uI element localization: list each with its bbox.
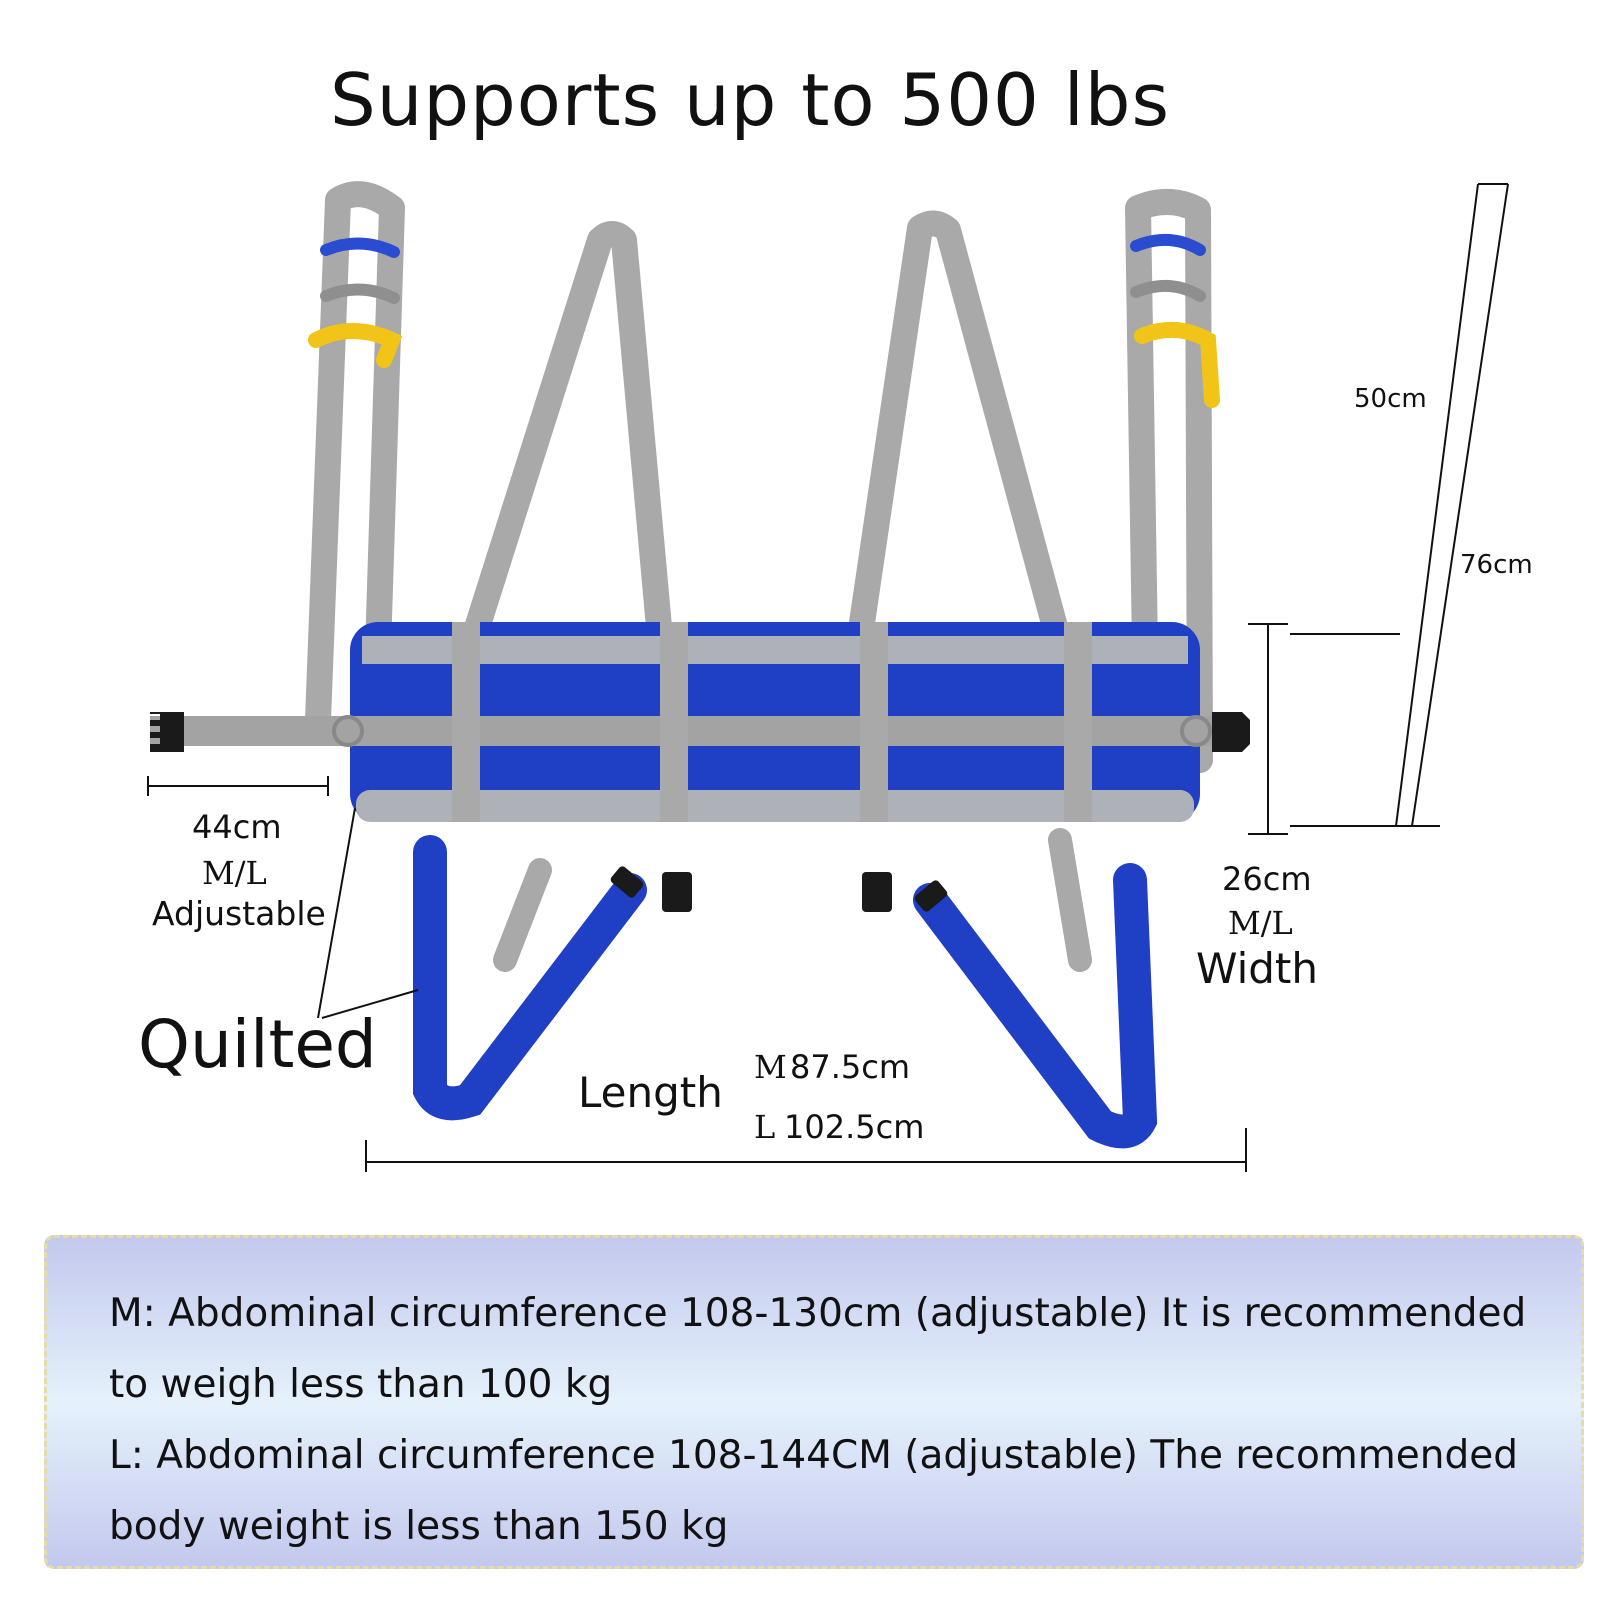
- strap-76cm-line-right: [1411, 183, 1509, 827]
- left-outer-handle-strap: [305, 181, 405, 733]
- leg-buckle-icon: [862, 872, 892, 912]
- quilted-label: Quilted: [138, 1006, 377, 1083]
- width-size-label: M/L: [1228, 904, 1293, 942]
- gait-belt-product-illustration: [147, 181, 1509, 1172]
- strap-76cm-line-left: [1395, 183, 1479, 827]
- vertical-strap: [860, 622, 888, 822]
- size-l-line-1: L: Abdominal circumference 108-144CM (ad…: [109, 1433, 1519, 1478]
- strap-total-label: 76cm: [1460, 550, 1533, 580]
- inner-right-loop-strap: [845, 210, 1085, 703]
- handle-loops: [308, 233, 1220, 408]
- length-l-tag: L: [754, 1108, 776, 1146]
- vertical-strap: [660, 622, 688, 822]
- width-label: Width: [1196, 944, 1319, 993]
- inner-left-loop-strap: [457, 221, 675, 673]
- measurement-lines: [147, 183, 1509, 1172]
- left-grey-handle: [320, 283, 400, 304]
- length-label: Length: [578, 1068, 723, 1117]
- length-m-value: 87.5cm: [790, 1048, 911, 1086]
- leg-buckle-icon: [662, 872, 692, 912]
- length-l-value: 102.5cm: [784, 1108, 925, 1146]
- belt-buckles: [150, 712, 1250, 752]
- size-m-line-2: to weigh less than 100 kg: [109, 1362, 613, 1407]
- size-l-line-2: body weight is less than 150 kg: [109, 1504, 729, 1549]
- length-m-tag: M: [754, 1048, 787, 1086]
- size-m-line-1: M: Abdominal circumference 108-130cm (ad…: [109, 1291, 1527, 1336]
- belt-adjust-note-label: Adjustable: [152, 894, 326, 933]
- left-grey-tail: [493, 858, 552, 972]
- right-grey-tail: [1048, 828, 1092, 972]
- right-outer-handle-strap: [1125, 188, 1213, 773]
- pad-grey-band-top: [362, 636, 1188, 664]
- pad-grey-band-bottom: [356, 790, 1194, 822]
- strap-upper-label: 50cm: [1354, 384, 1427, 414]
- right-blue-handle: [1130, 233, 1206, 256]
- padded-belt: [150, 622, 1250, 822]
- quilted-pointer: [317, 807, 419, 1019]
- left-d-ring: [332, 715, 364, 747]
- left-leg-pad: [413, 835, 647, 1121]
- right-yellow-handle: [1134, 321, 1220, 408]
- right-leg-pad: [913, 863, 1158, 1149]
- belt-adjust-label: 44cm: [192, 808, 282, 846]
- right-buckle-icon: [1212, 712, 1250, 752]
- lifting-straps: [305, 181, 1213, 773]
- leg-buckles: [610, 866, 948, 912]
- width-value-label: 26cm: [1222, 860, 1312, 898]
- vertical-strap: [1064, 622, 1092, 822]
- left-blue-handle: [320, 237, 400, 258]
- leg-buckle-icon: [914, 880, 948, 912]
- leg-straps: [413, 828, 1158, 1149]
- headline: Supports up to 500 lbs: [330, 58, 1170, 142]
- left-buckle-icon: [150, 712, 184, 752]
- right-d-ring: [1180, 715, 1212, 747]
- left-yellow-handle: [308, 323, 403, 368]
- right-grey-handle: [1130, 279, 1206, 302]
- size-info-box: M: Abdominal circumference 108-130cm (ad…: [44, 1235, 1584, 1569]
- leg-buckle-icon: [610, 866, 644, 898]
- belt-adjust-size-label: M/L: [202, 854, 267, 892]
- vertical-strap: [452, 622, 480, 822]
